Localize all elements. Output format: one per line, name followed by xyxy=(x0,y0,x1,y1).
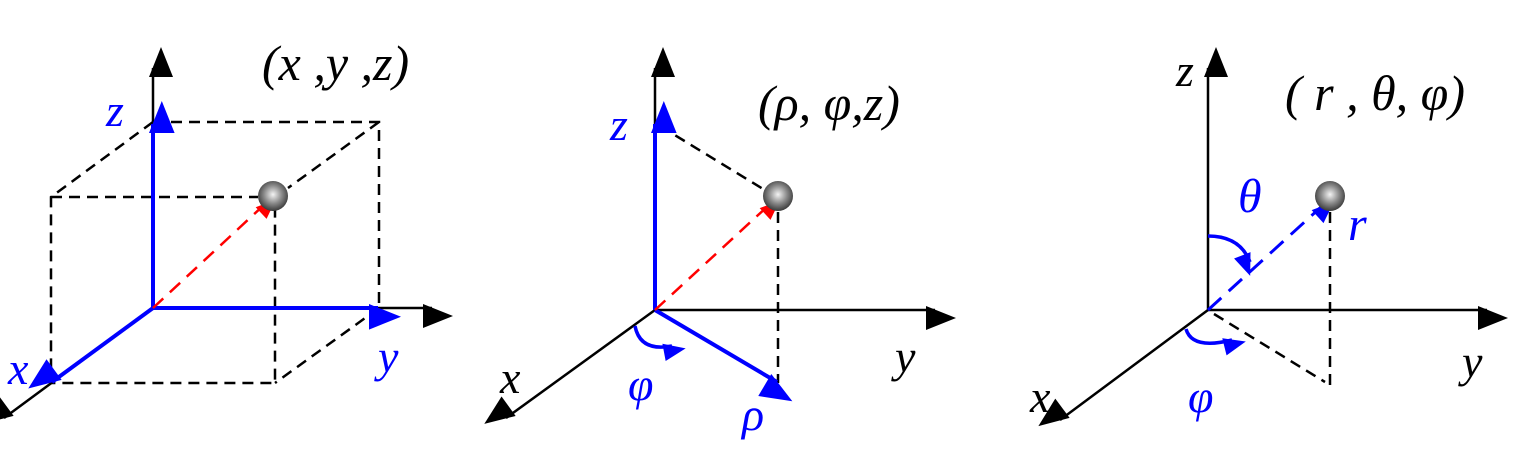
cylindrical-panel: z x y φ ρ (ρ, φ,z) xyxy=(484,47,956,440)
box-dashed-edges xyxy=(49,120,381,385)
cylindrical-title: (ρ, φ,z) xyxy=(758,75,900,131)
projection-dashed-lines xyxy=(659,124,780,383)
z-label: z xyxy=(609,99,628,150)
z-label: z xyxy=(1175,45,1194,96)
r-label: r xyxy=(1348,198,1367,251)
spherical-title: ( r , θ, φ) xyxy=(1285,65,1465,121)
theta-arc xyxy=(1207,234,1252,276)
rho-vector xyxy=(653,308,793,402)
phi-arc xyxy=(633,325,686,362)
y-label: y xyxy=(891,331,916,382)
phi-arc xyxy=(1184,328,1246,356)
r-vector xyxy=(1206,201,1334,312)
x-label: x xyxy=(7,343,29,394)
projection-dashed-lines xyxy=(1213,212,1332,386)
spherical-panel: z x y θ r φ ( r , θ, φ) xyxy=(1029,45,1508,427)
point-sphere xyxy=(1315,181,1345,211)
phi-label: φ xyxy=(628,359,653,410)
z-label: z xyxy=(105,85,124,136)
cartesian-title: (x ,y ,z) xyxy=(262,35,409,91)
y-label: y xyxy=(374,331,399,382)
x-label: x xyxy=(499,352,521,403)
cartesian-panel: z x y (x ,y ,z) xyxy=(0,35,453,425)
position-vector xyxy=(152,199,276,309)
y-label: y xyxy=(1458,336,1483,387)
position-vector xyxy=(654,200,780,311)
rho-label: ρ xyxy=(740,389,764,440)
theta-label: θ xyxy=(1238,170,1262,223)
x-axis xyxy=(1038,308,1209,427)
point-sphere xyxy=(258,181,288,211)
x-axis xyxy=(484,308,656,424)
x-unit-vector xyxy=(28,306,155,389)
x-label: x xyxy=(1029,371,1051,422)
phi-label: φ xyxy=(1188,371,1213,422)
point-sphere xyxy=(763,181,793,211)
